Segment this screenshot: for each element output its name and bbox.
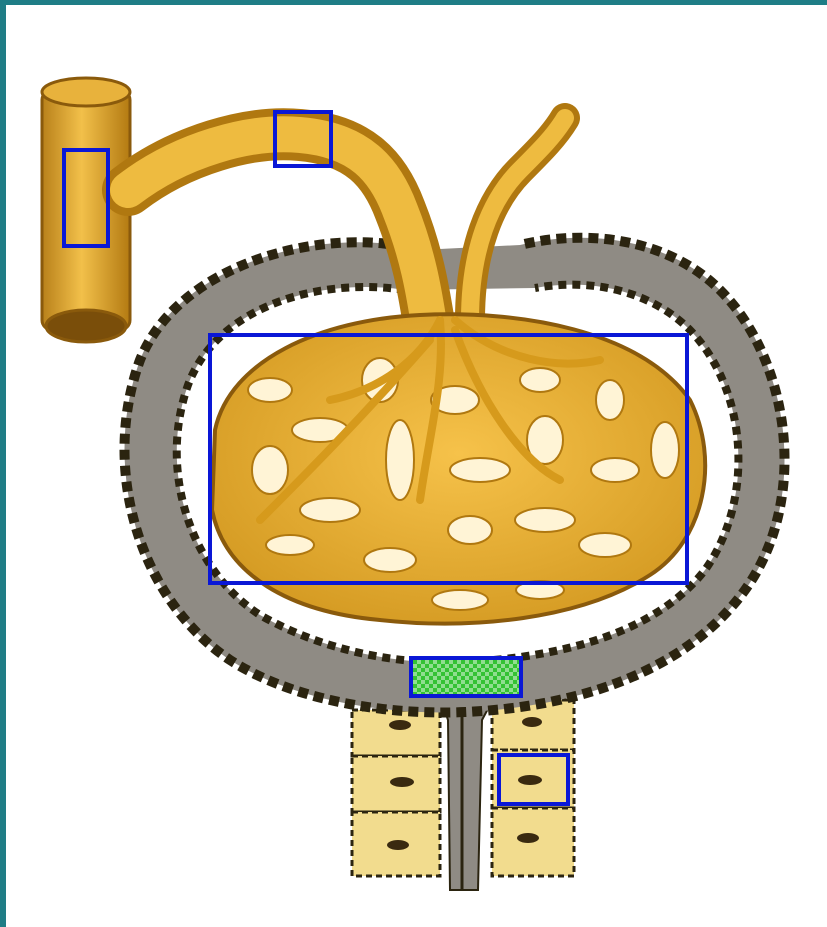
label-box-afferent-arteriole bbox=[273, 110, 333, 168]
label-box-tubule-cell bbox=[497, 753, 570, 806]
cell-nucleus bbox=[387, 840, 409, 850]
label-box-left-vessel bbox=[62, 148, 110, 248]
cell-nucleus bbox=[522, 717, 542, 727]
cell-nucleus bbox=[389, 720, 411, 730]
label-box-capillary-tuft bbox=[208, 333, 689, 585]
tubule-lumen bbox=[438, 690, 498, 890]
cell-nucleus bbox=[390, 777, 414, 787]
cell-nucleus bbox=[517, 833, 539, 843]
label-box-capsule-space bbox=[409, 656, 523, 698]
